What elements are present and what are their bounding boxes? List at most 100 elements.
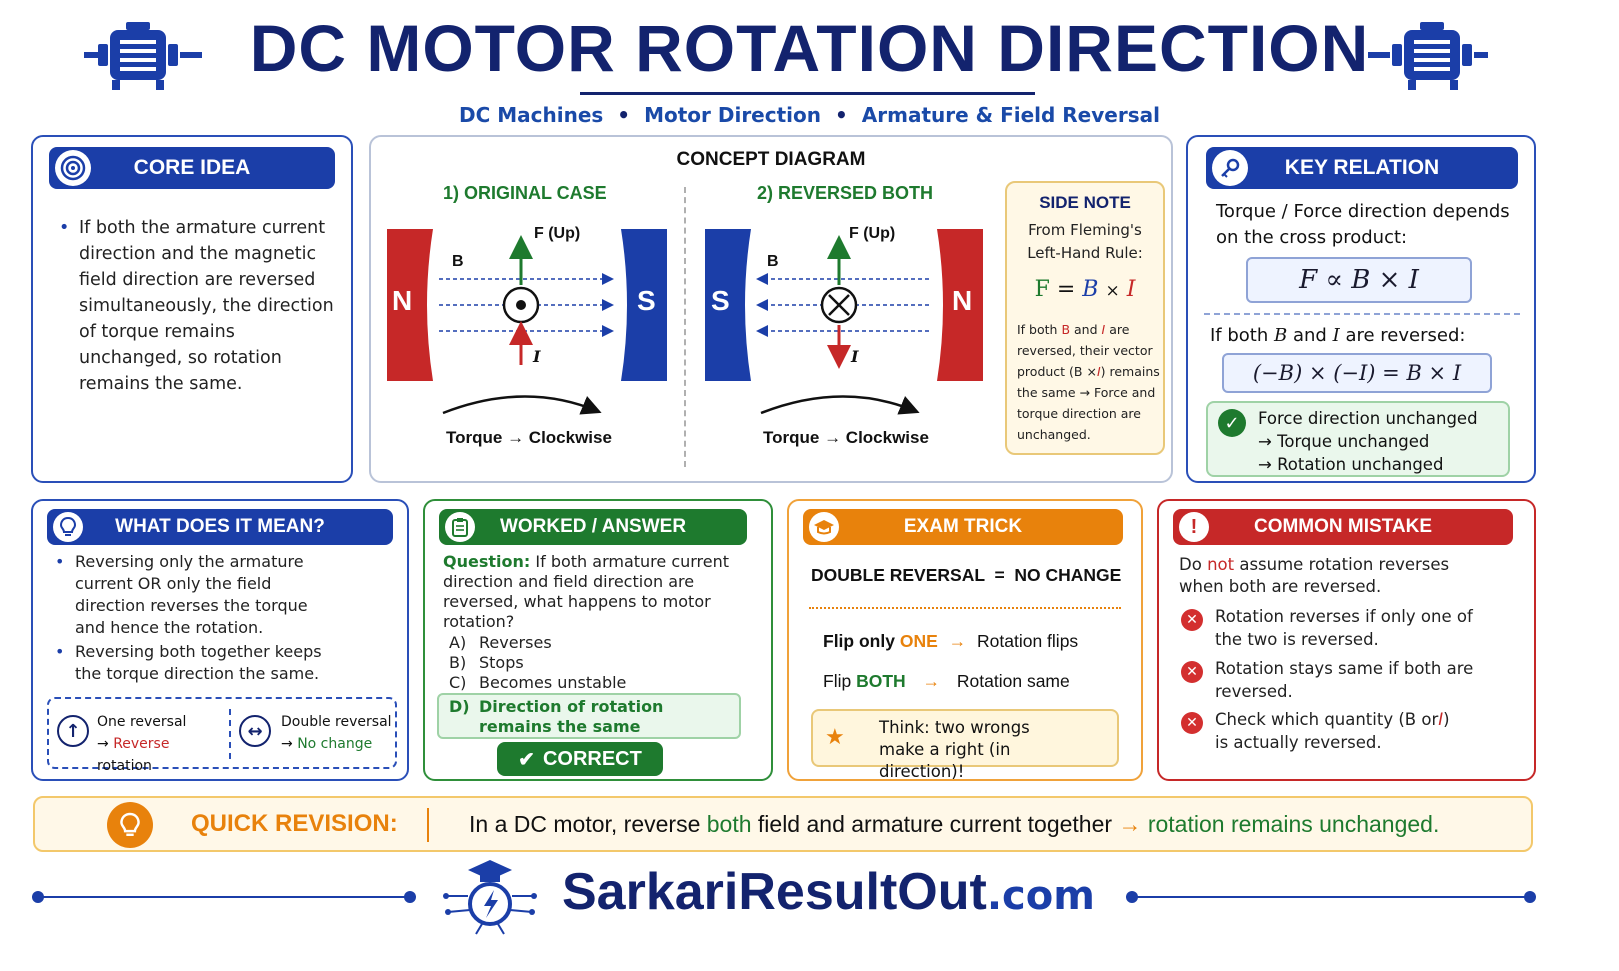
option-text: Becomes unstable	[479, 673, 627, 692]
page-title: DC MOTOR ROTATION DIRECTION	[249, 11, 1370, 85]
subtitle-item: Armature & Field Reversal	[861, 103, 1160, 127]
option-key: D)	[449, 697, 470, 716]
key-formula: F ∝ B × I	[1299, 265, 1419, 295]
core-idea-text: If both the armature current direction a…	[57, 215, 337, 397]
answer-text: Direction of rotation remains the same	[479, 697, 664, 736]
double-reversal-result: → No change	[281, 733, 397, 755]
subtitle-item: DC Machines	[459, 103, 604, 127]
footer-dot	[404, 891, 416, 903]
formula-b: B	[1082, 277, 1099, 302]
key-formula2: (−B) × (−I) = B × I	[1252, 361, 1462, 385]
exam-title: EXAM TRICK	[903, 516, 1023, 537]
arrow-up-icon: ↑	[57, 715, 89, 747]
quick-revision-label: QUICK REVISION:	[191, 810, 398, 837]
sn-i: I	[1101, 322, 1106, 337]
case1-diagram	[387, 229, 667, 415]
correct-label: CORRECT	[542, 747, 642, 770]
case2-left-pole: S	[711, 285, 730, 316]
question-text: If both armature current direction and f…	[443, 552, 730, 631]
brand-suffix: .com	[986, 873, 1095, 919]
exam-text: Flip	[823, 671, 852, 691]
case2-field-label: B	[767, 253, 779, 270]
core-idea-title: CORE IDEA	[133, 156, 251, 179]
mistake-not: not	[1207, 555, 1235, 574]
reversal-box: ↑ One reversal → Reverse rotation ↔ Doub…	[47, 697, 397, 774]
exam-text: Flip only	[823, 631, 895, 651]
mistake-item: Check which quantity (B orI) is actually…	[1215, 708, 1465, 754]
mistake-text: ) is actually reversed.	[1215, 710, 1450, 752]
subtitle: DC Machines•Motor Direction•Armature & F…	[0, 103, 1619, 127]
quick-revision-bar: QUICK REVISION: In a DC motor, reverse b…	[33, 796, 1533, 852]
check-icon: ✓	[1218, 409, 1246, 437]
star-icon: ★	[825, 725, 845, 750]
key-relation-title: KEY RELATION	[1284, 156, 1440, 179]
mistake-item: Rotation stays same if both are reversed…	[1215, 659, 1474, 701]
mistake-text: Check which quantity (B or	[1215, 710, 1439, 729]
option-c: C)Becomes unstable	[449, 673, 626, 693]
case1-title: 1) ORIGINAL CASE	[443, 183, 607, 203]
exam-arrow: →	[948, 631, 967, 651]
result-line: → Rotation unchanged	[1258, 455, 1444, 474]
quick-divider	[427, 808, 429, 842]
sn-text: ) remains the same → Force and torque di…	[1017, 364, 1160, 442]
side-note-body: If both B and I are reversed, their vect…	[1017, 319, 1161, 445]
footer-dot	[1524, 891, 1536, 903]
exam-highlight: ONE	[899, 631, 938, 651]
exam-tip-text: Think: two wrongs make a right (in direc…	[879, 718, 1030, 781]
worked-answer-card: WORKED / ANSWER Question: If both armatu…	[423, 499, 773, 781]
footer-dot	[1126, 891, 1138, 903]
target-icon	[55, 150, 91, 186]
key-formula-box: F ∝ B × I	[1246, 257, 1472, 303]
key-formula2-box: (−B) × (−I) = B × I	[1222, 353, 1492, 393]
case1-left-pole: N	[392, 285, 413, 316]
subtitle-separator: •	[835, 103, 848, 127]
if-i: I	[1332, 325, 1340, 346]
case2-force-label: F (Up)	[849, 225, 896, 242]
concept-diagram-card: CONCEPT DIAGRAM 1) ORIGINAL CASE 2) REVE…	[369, 135, 1173, 483]
motor-icon-left	[84, 22, 202, 90]
side-note: SIDE NOTE From Fleming's Left-Hand Rule:…	[1005, 181, 1165, 455]
brand-text: SarkariResultOut	[562, 863, 987, 921]
case2-current-label: I	[851, 347, 859, 366]
option-key: B)	[449, 653, 467, 672]
side-note-formula: F = B × I	[1007, 277, 1163, 302]
if-text: are reversed:	[1345, 325, 1466, 346]
worked-question: Question: If both armature current direc…	[443, 552, 743, 632]
key-relation-header: KEY RELATION	[1206, 147, 1518, 189]
case2-right-pole: N	[952, 285, 973, 316]
option-a: A)Reverses	[449, 633, 552, 653]
mistake-intro: Do not assume rotation reverses when bot…	[1179, 554, 1479, 598]
formula-times: ×	[1105, 281, 1120, 301]
sn-text: and	[1074, 322, 1098, 337]
what-does-it-mean-card: WHAT DOES IT MEAN? Reversing only the ar…	[31, 499, 409, 781]
rotation-text: rotation	[97, 758, 152, 774]
concept-title: CONCEPT DIAGRAM	[676, 149, 866, 170]
arrows-left-right-icon: ↔	[239, 715, 271, 747]
key-relation-intro: Torque / Force direction depends on the …	[1216, 201, 1510, 248]
quick-revision-text: In a DC motor, reverse both field and ar…	[469, 811, 1439, 838]
worked-title: WORKED / ANSWER	[499, 516, 687, 537]
x-icon: ✕	[1181, 661, 1203, 683]
exam-highlight: BOTH	[856, 671, 906, 691]
motor-icon-right	[1368, 22, 1488, 90]
quick-text: In a DC motor, reverse	[469, 811, 701, 837]
sn-text: are reversed, their vector product (B ×	[1017, 322, 1153, 379]
one-reversal-label: One reversal	[97, 714, 187, 730]
subtitle-separator: •	[617, 103, 631, 127]
mistake-header: ! COMMON MISTAKE	[1173, 509, 1513, 545]
mistake-item: Rotation reverses if only one of the two…	[1215, 607, 1473, 649]
list-item: Reversing both together keeps the torque…	[53, 641, 323, 685]
exam-divider	[809, 607, 1121, 609]
case1-field-label: B	[452, 253, 464, 270]
quick-text: field and armature current together	[757, 811, 1113, 837]
mistake-i: I	[1438, 710, 1444, 729]
key-if-text: If both B and I are reversed:	[1210, 325, 1530, 346]
key-icon	[1212, 150, 1248, 186]
if-text: and	[1292, 325, 1327, 346]
arrow: →	[281, 736, 293, 752]
case2-diagram	[705, 229, 983, 415]
exam-line-2: Flip BOTH → Rotation same	[823, 671, 1070, 692]
exam-line-1: Flip only ONE → Rotation flips	[823, 631, 1078, 652]
case1-torque-label: Torque → Clockwise	[446, 428, 612, 447]
mistake-text: assume rotation reverses when both are r…	[1179, 555, 1450, 596]
